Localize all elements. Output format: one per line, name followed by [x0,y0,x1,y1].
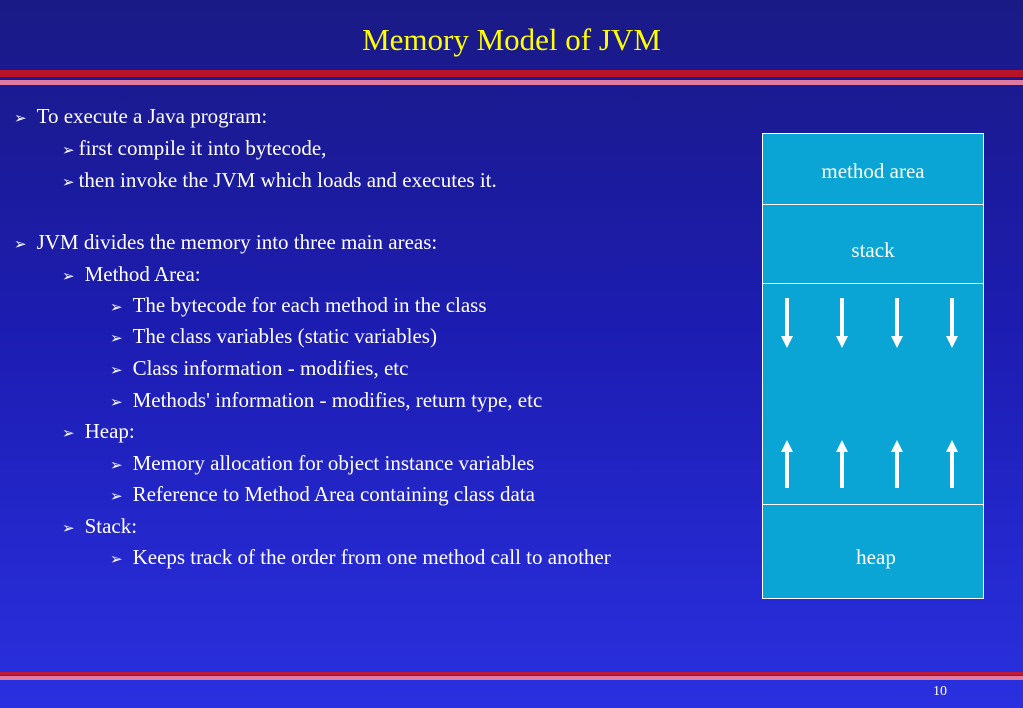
bullet-item: ➢ The class variables (static variables) [110,324,437,350]
bullet-item: ➢ JVM divides the memory into three main … [14,230,437,256]
bullet-item: ➢ The bytecode for each method in the cla… [110,293,487,319]
up-arrow-icon [895,450,899,488]
up-arrow-head-icon [836,440,848,452]
bullet-item: ➢ Heap: [62,419,135,445]
bullet-arrow-icon: ➢ [110,329,123,347]
bullet-item: ➢first compile it into bytecode, [62,136,326,162]
heap-divider [763,504,983,505]
page-number: 10 [933,684,947,699]
bullet-text: Memory allocation for object instance va… [132,451,535,475]
bullet-text: Methods' information - modifies, return … [132,388,543,412]
bullet-item: ➢ Method Area: [62,262,201,288]
bullet-arrow-icon: ➢ [62,141,75,159]
downward-arrows [781,298,958,348]
method-area-label: method area [821,159,925,183]
bullet-text: Reference to Method Area containing clas… [132,482,535,506]
bullet-text: The class variables (static variables) [132,324,437,348]
bullet-arrow-icon: ➢ [110,456,123,474]
bullet-arrow-icon: ➢ [110,550,123,568]
down-arrow-head-icon [891,336,903,348]
bullet-text: Method Area: [84,262,201,286]
bullet-text: Keeps track of the order from one method… [132,545,611,569]
title-rule-pink [0,80,1023,85]
bullet-arrow-icon: ➢ [110,298,123,316]
up-arrow-icon [840,450,844,488]
bullet-item: ➢ Reference to Method Area containing cla… [110,482,535,508]
up-arrow-icon [950,450,954,488]
bullet-text: To execute a Java program: [36,104,268,128]
bullet-arrow-icon: ➢ [110,361,123,379]
bullet-item: ➢ Class information - modifies, etc [110,356,408,382]
down-arrow-icon [895,298,899,338]
bullet-item: ➢ Methods' information - modifies, return… [110,388,542,414]
down-arrow-icon [840,298,844,338]
bullet-arrow-icon: ➢ [14,109,27,127]
bullet-item: ➢then invoke the JVM which loads and exe… [62,168,497,194]
down-arrow-icon [785,298,789,338]
up-arrow-icon [785,450,789,488]
bullet-item: ➢ Keeps track of the order from one metho… [110,545,611,571]
bullet-arrow-icon: ➢ [14,235,27,253]
bullet-text: Heap: [84,419,135,443]
bullet-text: The bytecode for each method in the clas… [132,293,487,317]
upward-arrows [781,440,958,488]
bullet-arrow-icon: ➢ [110,393,123,411]
down-arrow-head-icon [781,336,793,348]
method-area-divider [763,204,983,205]
bullet-item: ➢ Stack: [62,514,137,540]
bullet-item: ➢ To execute a Java program: [14,104,267,130]
bullet-arrow-icon: ➢ [62,519,75,537]
heap-label: heap [856,545,896,569]
bullet-item: ➢ Memory allocation for object instance v… [110,451,534,477]
slide-title: Memory Model of JVM [362,22,661,57]
bullet-text: JVM divides the memory into three main a… [36,230,438,254]
up-arrow-head-icon [891,440,903,452]
footer-rule-pink [0,676,1023,680]
bullet-arrow-icon: ➢ [62,424,75,442]
stack-label: stack [851,238,895,262]
bullet-text: Stack: [84,514,138,538]
bullet-arrow-icon: ➢ [62,267,75,285]
down-arrow-head-icon [836,336,848,348]
bullet-text: then invoke the JVM which loads and exec… [78,168,497,192]
up-arrow-head-icon [781,440,793,452]
down-arrow-icon [950,298,954,338]
up-arrow-head-icon [946,440,958,452]
bullet-text: first compile it into bytecode, [78,136,327,160]
memory-diagram: method area stack heap [762,133,984,599]
bullet-arrow-icon: ➢ [62,173,75,191]
bullet-text: Class information - modifies, etc [132,356,409,380]
down-arrow-head-icon [946,336,958,348]
bullet-arrow-icon: ➢ [110,487,123,505]
footer-rule-red [0,672,1023,675]
stack-divider [763,283,983,284]
title-rule-red [0,70,1023,77]
